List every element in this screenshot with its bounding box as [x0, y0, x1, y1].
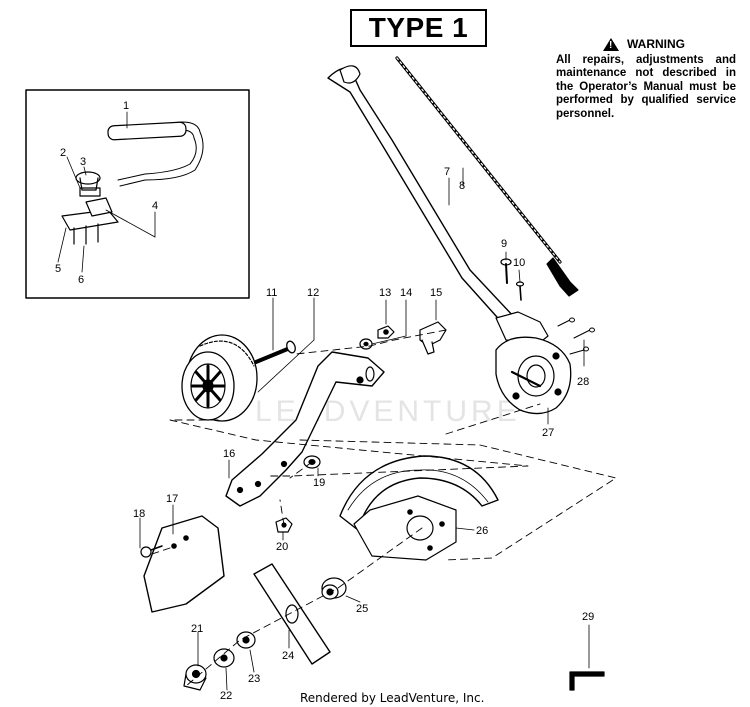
part-blade-24 [253, 563, 331, 665]
inset-box [25, 89, 250, 299]
callout-2: 2 [60, 147, 67, 159]
warning-text: All repairs, adjustments and maintenance… [556, 53, 736, 120]
callout-16: 16 [223, 448, 236, 460]
part-screw-9 [500, 258, 512, 284]
callout-10: 10 [513, 257, 526, 269]
callout-27: 27 [542, 427, 555, 439]
callout-22: 22 [220, 690, 233, 702]
callout-8: 8 [459, 180, 466, 192]
callout-11: 11 [266, 287, 278, 299]
warning-header: WARNING [552, 37, 736, 53]
callout-13: 13 [379, 287, 392, 299]
callout-23: 23 [248, 673, 261, 685]
part-washer-23 [236, 631, 256, 649]
part-gear-head-27 [495, 311, 572, 415]
warning-triangle-icon [603, 38, 619, 53]
callout-26: 26 [476, 525, 489, 537]
callout-14: 14 [400, 287, 413, 299]
callout-3: 3 [80, 156, 87, 168]
callout-7: 7 [444, 166, 451, 178]
part-handle-1 [107, 121, 204, 187]
callout-17: 17 [166, 493, 179, 505]
callout-28: 28 [577, 376, 590, 388]
callout-15: 15 [430, 287, 443, 299]
callout-6: 6 [78, 274, 85, 286]
callout-1: 1 [123, 100, 130, 112]
callout-19: 19 [313, 477, 326, 489]
part-wheel [181, 334, 258, 422]
callout-4: 4 [152, 200, 159, 212]
callout-29: 29 [582, 611, 595, 623]
part-screw-10 [515, 281, 525, 301]
part-washer-22 [213, 648, 235, 668]
callout-5: 5 [55, 263, 62, 275]
part-screws-28 [557, 317, 595, 355]
part-shaft-7 [327, 65, 516, 327]
type-label: TYPE 1 [350, 9, 487, 47]
part-nut-13 [377, 325, 395, 339]
callout-24: 24 [282, 650, 295, 662]
rendered-by-credit: Rendered by LeadVenture, Inc. [300, 691, 485, 705]
callout-12: 12 [307, 287, 320, 299]
callout-18: 18 [133, 508, 146, 520]
callout-9: 9 [501, 238, 508, 250]
warning-heading: WARNING [627, 37, 685, 51]
part-hex-key-29 [569, 671, 605, 691]
part-washer-14 [359, 338, 373, 350]
part-adapter-25 [321, 577, 347, 600]
part-screw-18 [140, 545, 163, 558]
part-bolt-11 [254, 340, 296, 364]
callout-21: 21 [191, 623, 204, 635]
part-bracket-16 [225, 351, 385, 507]
part-deflector-17 [143, 515, 225, 613]
callout-25: 25 [356, 603, 369, 615]
part-knob-15 [419, 321, 447, 355]
part-guard-26 [339, 455, 499, 561]
callout-20: 20 [276, 541, 289, 553]
part-nut-21 [183, 664, 207, 691]
part-knob-clamp [61, 171, 119, 245]
warning-notice: WARNING All repairs, adjustments and mai… [556, 37, 736, 121]
part-drive-cable-8 [395, 56, 579, 297]
